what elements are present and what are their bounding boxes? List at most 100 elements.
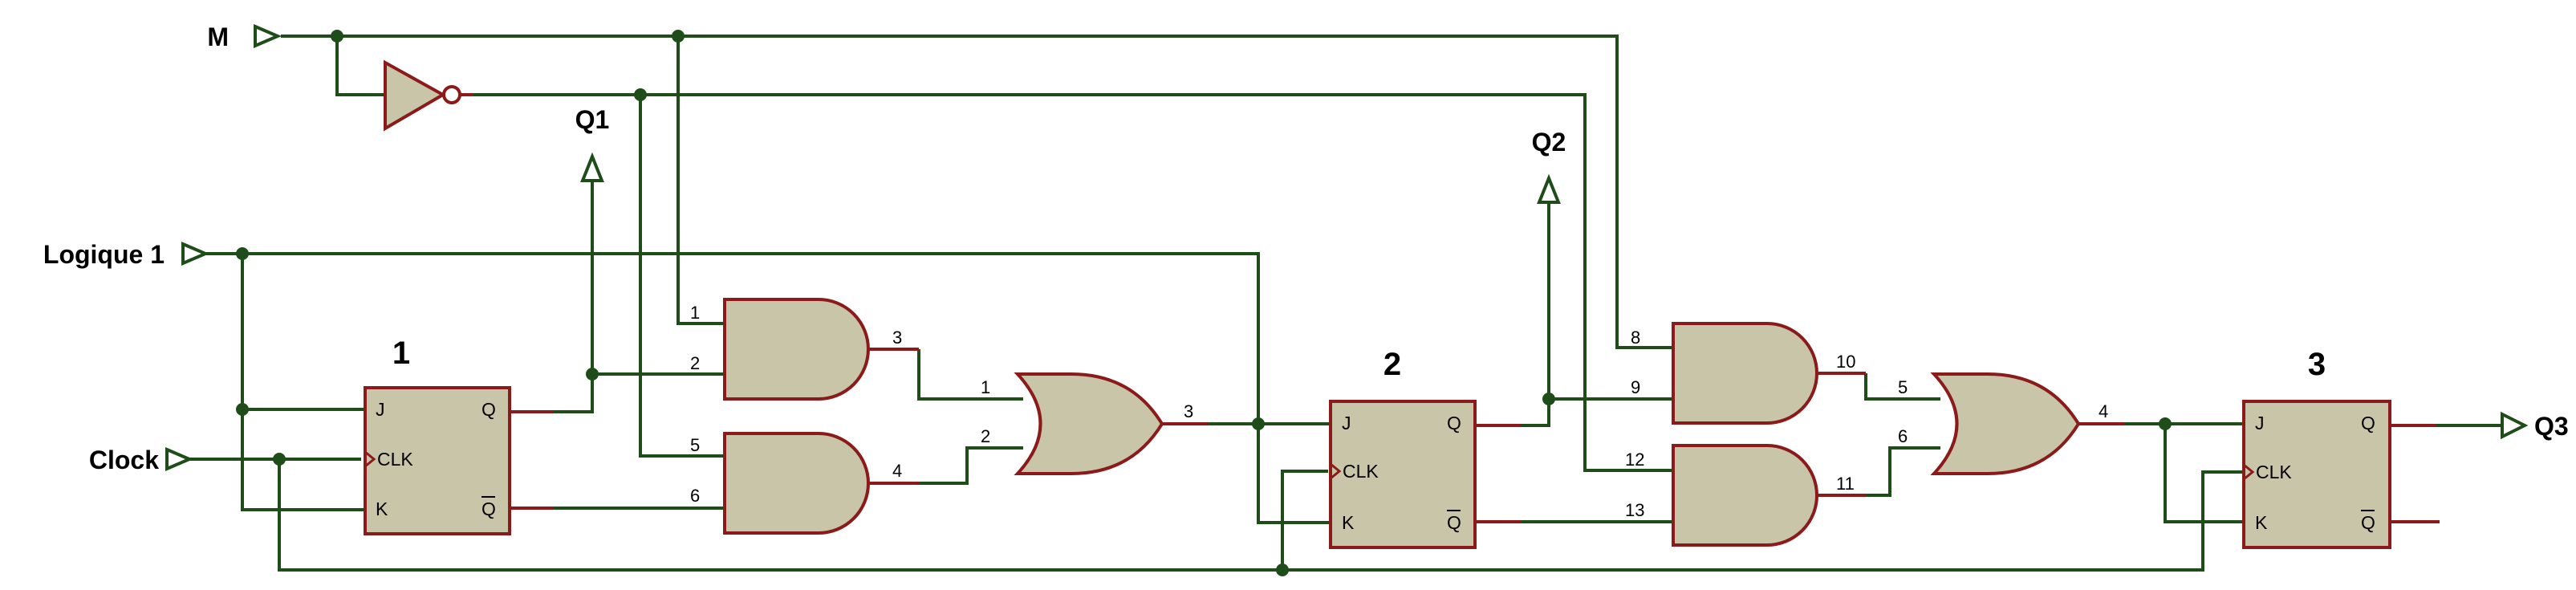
flipflop-1-k-label: K [376, 498, 388, 519]
junction-dot [1252, 417, 1265, 430]
flipflop-1-number: 1 [392, 336, 410, 371]
wire-m-to-and-a [677, 36, 725, 325]
flipflop-2: J CLK K Q Q 2 [1329, 347, 1521, 549]
junction-dot [672, 30, 685, 43]
input-label-logic1: Logique 1 [43, 240, 165, 269]
output-label-q2: Q2 [1532, 128, 1566, 157]
pin-number: 5 [1898, 377, 1908, 397]
wire-m-to-not [335, 36, 385, 96]
and-gate-a [723, 298, 919, 401]
pin-number: 5 [690, 435, 700, 455]
and-gate-c [1672, 322, 1866, 425]
not-gate [384, 59, 473, 132]
flipflop-2-number: 2 [1383, 347, 1401, 382]
wire-q1 [554, 372, 725, 413]
and-gate-b-body [723, 432, 870, 535]
flipflop-1-body [364, 386, 511, 535]
flipflop-1-qbar-label: Q [481, 498, 496, 519]
flipflop-3-clk-marker [2243, 463, 2255, 481]
flipflop-3-q-label: Q [2361, 413, 2375, 433]
wire-m-bus [281, 35, 1673, 349]
flipflop-1: J CLK K Q Q 1 [364, 336, 554, 535]
pin-number: 4 [2099, 401, 2108, 421]
junction-dot [331, 30, 343, 43]
output-label-q3: Q3 [2534, 412, 2569, 441]
wire-not-bus [461, 93, 1673, 472]
flipflop-1-q-label: Q [481, 399, 496, 420]
clock-input-arrow-icon [165, 446, 194, 472]
input-label-clock: Clock [89, 446, 159, 474]
input-label-m: M [207, 22, 229, 51]
q1-probe-arrow-icon [580, 152, 604, 182]
junction-dot [586, 368, 599, 380]
flipflop-1-j-label: J [376, 399, 385, 420]
pin-number: 13 [1625, 500, 1644, 520]
flipflop-3-clk-label: CLK [2256, 462, 2292, 482]
flipflop-2-j-label: J [1342, 413, 1351, 433]
or-gates [1014, 372, 2125, 475]
wire-or2-to-ff3-k [2164, 424, 2244, 523]
wire-logic1-bus [201, 252, 1331, 524]
wire-clock-bus [278, 459, 2244, 572]
flipflop-3-qbar-label: Q [2361, 512, 2375, 533]
or-gate-2-body [1930, 372, 2081, 475]
and-gate-d-body [1672, 444, 1818, 547]
or-gate-2 [1930, 372, 2125, 475]
flipflop-2-q-label: Q [1447, 413, 1461, 433]
flipflop-3-j-label: J [2255, 413, 2265, 433]
q3-output-arrow-icon [2501, 411, 2529, 440]
flipflop-2-k-label: K [1342, 512, 1355, 533]
pin-number: 11 [1836, 474, 1855, 494]
and-gate-b [723, 432, 919, 535]
junctions [236, 30, 2172, 576]
m-input-arrow-icon [254, 23, 282, 49]
flipflop-2-qbar-label: Q [1447, 512, 1461, 533]
and-gate-d [1672, 444, 1866, 547]
junction-dot [1542, 393, 1555, 405]
junction-dot [236, 247, 249, 260]
flipflop-1-clk-label: CLK [377, 449, 413, 470]
not-gate-bubble [442, 85, 461, 104]
and-gate-c-body [1672, 322, 1818, 425]
pin-number: 3 [1184, 401, 1193, 421]
pin-number: 3 [892, 328, 902, 348]
pin-number: 10 [1836, 352, 1855, 372]
not-gate-body [384, 59, 447, 132]
flipflop-3: J CLK K Q Q 3 [2242, 347, 2440, 549]
flipflop-3-number: 3 [2308, 347, 2326, 382]
wire-and-c-out [1864, 373, 1940, 401]
junction-dot [273, 453, 286, 466]
logic1-input-arrow-icon [181, 241, 210, 267]
wire-and-d-out [1866, 446, 1940, 497]
output-label-q1: Q1 [575, 105, 610, 134]
pin-number: 8 [1631, 328, 1640, 348]
pin-number: 1 [690, 303, 700, 323]
terminals [165, 23, 2529, 472]
and-gates [723, 298, 1866, 547]
flipflop-2-clk-marker [1330, 462, 1342, 480]
pin-number: 12 [1625, 450, 1644, 470]
flipflop-1-clk-marker [364, 450, 376, 468]
flipflop-2-body [1329, 400, 1477, 549]
wire-notm-to-and-b [639, 95, 725, 458]
flipflop-2-clk-label: CLK [1343, 461, 1379, 482]
wire-q2 [1521, 397, 1673, 427]
wire-and-a-out [917, 349, 1023, 401]
pin-number: 2 [981, 426, 990, 446]
pin-number: 6 [690, 486, 700, 506]
or-gate-1-body [1014, 372, 1164, 475]
flipflop-3-k-label: K [2255, 512, 2268, 533]
q2-probe-arrow-icon [1537, 173, 1561, 204]
wire-clock-ff2 [1281, 470, 1328, 570]
or-gate-1 [1014, 372, 1208, 475]
pin-number: 1 [981, 377, 990, 397]
pin-number: 9 [1631, 377, 1640, 397]
wire-and-b-out [919, 446, 1023, 485]
pin-number: 4 [892, 461, 902, 481]
wires [189, 35, 2510, 572]
wire-logic1-ff1 [241, 254, 365, 511]
pin-number: 6 [1898, 426, 1908, 446]
junction-dot [236, 403, 249, 416]
